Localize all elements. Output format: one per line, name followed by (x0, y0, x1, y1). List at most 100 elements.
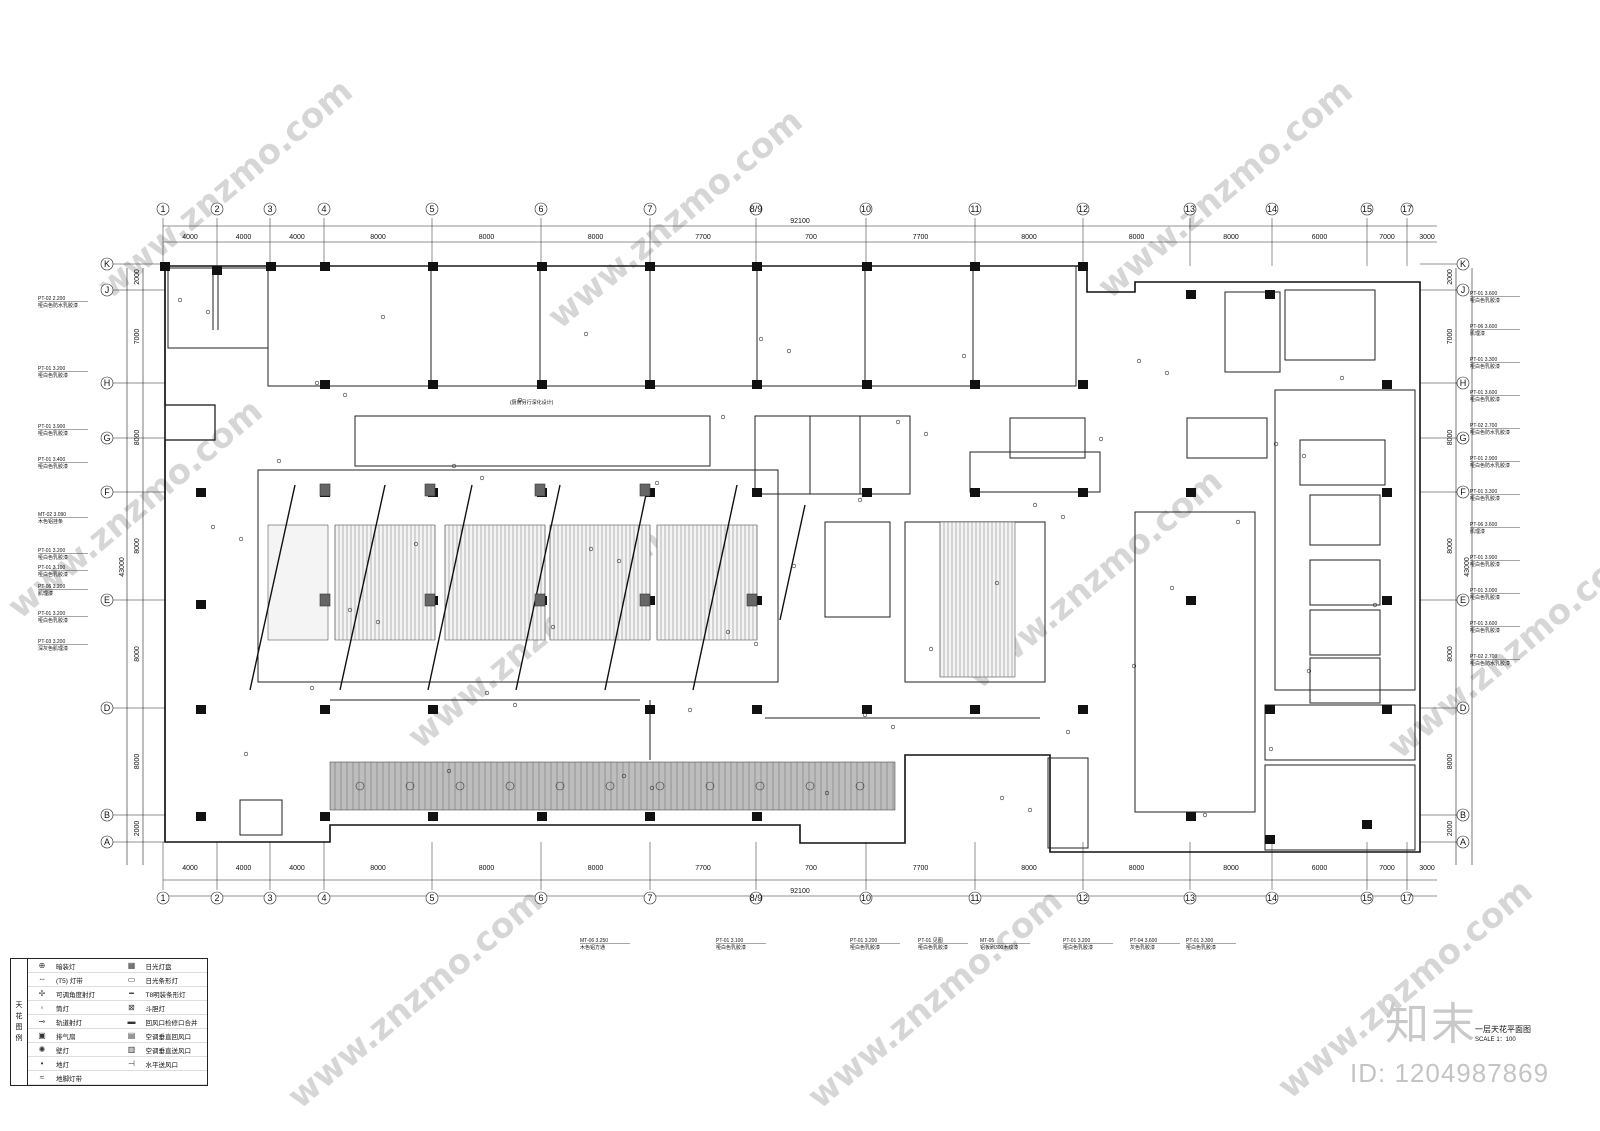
downlight-fixture (758, 336, 764, 342)
column-span-dim: 8000 (370, 234, 386, 241)
downlight-fixture (720, 414, 726, 420)
structural-column (537, 380, 547, 389)
callout-code: PT-01 3.200 (38, 366, 65, 372)
column-axis-bubble (1076, 891, 1090, 905)
callout-code: PT-01 3.200 (38, 548, 65, 554)
legend-label: 空调垂直回风口 (145, 1033, 192, 1041)
row-axis-bubble (1456, 431, 1470, 445)
downlight-fixture (314, 380, 320, 386)
downlight-fixture (243, 751, 249, 757)
row-axis-label: H (1460, 378, 1467, 388)
structural-column (752, 812, 762, 821)
light-fixtures (177, 297, 1378, 818)
column-span-dim: 8000 (1129, 234, 1145, 241)
downlight-fixture (375, 619, 381, 625)
downlight-fixture (753, 641, 759, 647)
row-axis-label: K (104, 259, 110, 269)
structural-column (1186, 488, 1196, 497)
legend-grid: ⊕暗装灯▦日光灯盘┄(T5) 灯带▭日光条形灯✢可调角度射灯━T8明装条形灯◦筒… (28, 959, 207, 1085)
watermark: www.znzmo.com (540, 101, 810, 337)
structural-column (212, 266, 222, 275)
column-axis-label: 2 (214, 204, 219, 214)
row-axis-bubble (100, 376, 114, 390)
column-span-dim: 6000 (1312, 865, 1328, 872)
column-axis-bubble (1265, 891, 1279, 905)
legend-symbol-icon: ▤ (127, 1031, 136, 1040)
callout-desc: 铝板刷300木纹漆 (980, 944, 1018, 951)
downlight-fixture (649, 785, 655, 791)
legend-label: 轨道射灯 (56, 1019, 82, 1027)
downlight-fixture (1268, 746, 1274, 752)
structural-column (160, 262, 170, 271)
downlight-fixture (1098, 436, 1104, 442)
callout-desc: 哑白色乳胶漆 (1470, 495, 1500, 502)
legend-symbol-icon: ▦ (127, 961, 136, 970)
downlight-fixture (961, 353, 967, 359)
row-axis-bubble (100, 431, 114, 445)
structural-column (752, 488, 762, 497)
legend-symbol-icon: ✢ (38, 989, 46, 998)
column-axis-bubble (1400, 202, 1414, 216)
structural-column (1265, 290, 1275, 299)
row-axis-bubble (100, 835, 114, 849)
downlight-fixture (1273, 441, 1279, 447)
callout-desc: 哑白色防水乳胶漆 (1470, 660, 1510, 667)
structural-column (862, 262, 872, 271)
air-diffuser (534, 483, 546, 497)
right-total-dimension: 43000 (1464, 557, 1471, 577)
downlight-fixture (413, 541, 419, 547)
structural-column (1078, 488, 1088, 497)
building-outline (164, 265, 1421, 853)
legend-item: ▦日光灯盘 (117, 959, 207, 973)
downlight-fixture (583, 331, 589, 337)
legend-side-label: 天 花 图 例 (11, 959, 28, 1085)
watermark: www.znzmo.com (800, 881, 1070, 1117)
downlight-fixture (177, 297, 183, 303)
callout-desc: 哑白色乳胶漆 (38, 372, 68, 379)
callout-code: PT-01 见图 (918, 938, 943, 944)
column-axis-label: 14 (1267, 204, 1277, 214)
air-diffuser (534, 593, 546, 607)
air-diffuser (424, 593, 436, 607)
callout-desc: 哑白色乳胶漆 (1470, 561, 1500, 568)
callout-desc: 哑白色乳胶漆 (1470, 594, 1500, 601)
structural-column (1265, 705, 1275, 714)
column-axis-bubble (1183, 891, 1197, 905)
legend-label: 壁灯 (56, 1047, 69, 1055)
ceiling-legend: 天 花 图 例 ⊕暗装灯▦日光灯盘┄(T5) 灯带▭日光条形灯✢可调角度射灯━T… (10, 958, 208, 1086)
structural-column (320, 705, 330, 714)
column-axis-label: 2 (214, 893, 219, 903)
row-axis-bubble (1456, 376, 1470, 390)
callout-code: PT-06 3.200 (38, 584, 65, 590)
callout-desc: 哑白色乳胶漆 (38, 463, 68, 470)
plan-scale: SCALE 1：100 (1475, 1037, 1516, 1043)
column-span-dim: 8000 (1021, 234, 1037, 241)
row-axis-bubble (1456, 593, 1470, 607)
column-axis-label: 11 (970, 893, 979, 903)
downlight-fixture (687, 707, 693, 713)
column-axis-label: 7 (647, 204, 652, 214)
column-span-dim: 6000 (1312, 234, 1328, 241)
diagonal-beams (249, 484, 806, 691)
column-axis-label: 13 (1185, 893, 1195, 903)
callout-desc: 木色铝挂条 (38, 518, 63, 525)
downlight-fixture (205, 309, 211, 315)
column-span-dim: 4000 (182, 865, 198, 872)
structural-column (862, 380, 872, 389)
legend-symbol-icon: ⊸ (38, 1017, 46, 1026)
callout-code: PT-01 3.100 (716, 938, 743, 944)
callout-code: MT-05 (980, 938, 994, 944)
column-axis-bubble (643, 202, 657, 216)
column-span-dim: 4000 (289, 865, 305, 872)
air-diffuser (746, 593, 758, 607)
pendant-light-fixture (755, 781, 765, 791)
downlight-fixture (512, 702, 518, 708)
downlight-fixture (1301, 453, 1307, 459)
callout-code: PT-04 3.600 (1130, 938, 1157, 944)
downlight-fixture (890, 724, 896, 730)
downlight-fixture (1060, 514, 1066, 520)
slat-ceiling-bands (267, 521, 1016, 811)
structural-column (320, 812, 330, 821)
